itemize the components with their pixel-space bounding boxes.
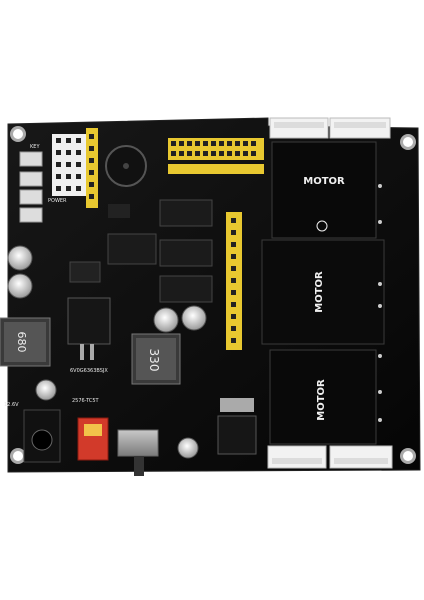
left-capacitors <box>7 245 57 401</box>
key-label: KEY <box>30 144 40 150</box>
chip-code-label: 2576-TC5T <box>72 398 100 404</box>
power-label: POWER <box>48 198 67 204</box>
regulators <box>67 297 257 455</box>
left-header-pins <box>52 128 98 208</box>
vertical-header-pins <box>226 212 242 350</box>
motor-module-2 <box>261 239 385 345</box>
lot-label: 6V0G6363BSJX <box>70 368 108 374</box>
voltage-label: 12.6V <box>4 402 19 408</box>
mounting-holes <box>10 126 416 464</box>
xt-connector <box>77 417 109 461</box>
top-connectors <box>269 117 391 139</box>
motor-label-3: MOTOR <box>316 379 327 421</box>
motor-label-1: MOTOR <box>303 176 345 187</box>
top-header-pins <box>168 138 264 174</box>
inductor-330-label: 330 <box>147 349 161 372</box>
motor-module-1 <box>271 141 377 239</box>
inductor-680-label: 680 <box>15 332 28 353</box>
electrolytic-capacitors <box>153 305 207 459</box>
right-side-marks <box>378 184 382 422</box>
slide-switch <box>117 429 159 476</box>
motor-label-2: MOTOR <box>314 271 325 313</box>
bottom-connectors <box>267 445 393 469</box>
push-buttons <box>19 151 43 223</box>
motor-module-3 <box>269 349 377 445</box>
inductor-680 <box>0 317 51 367</box>
driver-ics <box>69 199 213 303</box>
inductor-330 <box>131 333 181 385</box>
buzzer <box>105 145 147 187</box>
dc-barrel-jack <box>23 409 61 463</box>
